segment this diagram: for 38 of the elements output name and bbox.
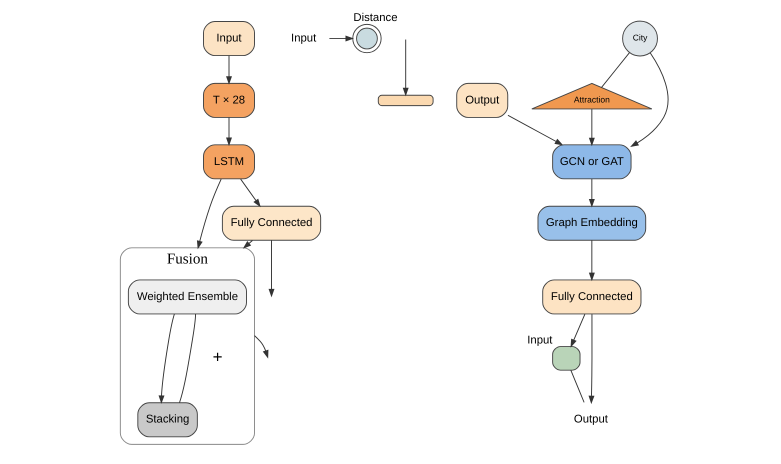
node-network [352, 24, 382, 54]
node-label: Input [527, 334, 552, 346]
arrow [507, 114, 564, 146]
connector [601, 52, 630, 88]
arrow [240, 178, 261, 208]
node-box: Input [203, 21, 255, 56]
arrow [226, 55, 232, 85]
node-box: T × 28 [203, 82, 255, 118]
node-text: Output [574, 414, 608, 426]
arrow [588, 240, 595, 282]
connector [570, 370, 585, 403]
arrow [328, 36, 354, 42]
arrow [570, 314, 586, 348]
arrow [226, 117, 232, 146]
arrow [588, 314, 594, 404]
node-box: Fully Connected [222, 206, 322, 241]
arrow [588, 178, 595, 208]
arrow [630, 52, 669, 147]
node-box: Stacking [137, 402, 198, 438]
arrow [588, 108, 595, 146]
connector [179, 314, 196, 403]
arrow [254, 335, 268, 359]
node-bar [378, 94, 434, 106]
arrow [158, 314, 175, 404]
arrow [268, 240, 274, 298]
node-box: Output [456, 82, 508, 118]
node-label: Distance [353, 12, 398, 24]
node-box: Weighted Ensemble [128, 279, 247, 314]
node-box: LSTM [203, 144, 255, 180]
node-box: Graph Embedding [538, 206, 646, 241]
label: + [212, 348, 223, 367]
node-circle: City [622, 20, 658, 56]
node-text: Input [291, 32, 316, 44]
arrow [196, 178, 222, 250]
arrow [402, 39, 409, 96]
node-box [552, 346, 580, 371]
node-box: Fully Connected [542, 279, 642, 314]
node-box: GCN or GAT [552, 144, 632, 180]
